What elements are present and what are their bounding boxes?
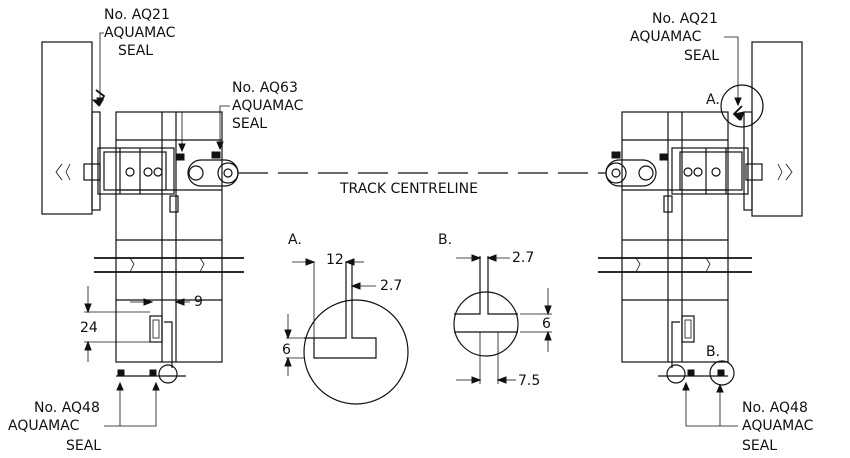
callout-line: AQUAMAC (104, 25, 176, 41)
detail-a-label: A. (288, 232, 302, 248)
callout-line: AQUAMAC (630, 29, 702, 45)
detail-marker-a-label: A. (706, 92, 720, 108)
callout-line: No. AQ48 (34, 400, 100, 416)
right-assembly (598, 41, 803, 384)
callout-line: No. AQ21 (104, 7, 170, 23)
callout-right-top-aq21: No. AQ21 AQUAMAC SEAL (630, 11, 742, 107)
detail-b-dim-7-5: 7.5 (518, 373, 540, 389)
callout-right-bottom-aq48: No. AQ48 AQUAMAC SEAL (682, 381, 814, 454)
detail-b-label: B. (438, 232, 452, 248)
detail-marker-b-label: B. (706, 344, 720, 360)
detail-marker-b: B. (706, 344, 735, 386)
callout-line: No. AQ48 (742, 400, 808, 416)
callout-left-top-aq21: No. AQ21 AQUAMAC SEAL (96, 7, 176, 107)
track-centreline: TRACK CENTRELINE (238, 172, 606, 197)
callout-line: No. AQ63 (232, 80, 298, 96)
callout-line: SEAL (66, 438, 101, 454)
callout-left-bottom-aq48: No. AQ48 AQUAMAC SEAL (8, 381, 160, 454)
centreline-label: TRACK CENTRELINE (339, 181, 478, 197)
dim-label-24: 24 (80, 320, 98, 336)
detail-a-dim-12: 12 (326, 252, 344, 268)
callout-line: SEAL (742, 438, 777, 454)
callout-line: AQUAMAC (742, 418, 814, 434)
detail-b-dim-2-7: 2.7 (512, 250, 534, 266)
detail-a-dim-6: 6 (282, 342, 291, 358)
dim-label-9: 9 (194, 294, 203, 310)
callout-left-mid-aq63: No. AQ63 AQUAMAC SEAL (178, 80, 304, 153)
callout-line: AQUAMAC (8, 418, 80, 434)
callout-line: SEAL (232, 116, 267, 132)
detail-b-dim-6: 6 (542, 316, 551, 332)
left-assembly (41, 41, 244, 384)
detail-b: B. 2.7 6 7.5 (438, 232, 552, 389)
callout-line: SEAL (684, 48, 719, 64)
callout-line: No. AQ21 (652, 11, 718, 27)
detail-a-dim-2-7: 2.7 (380, 278, 402, 294)
callout-line: AQUAMAC (232, 98, 304, 114)
detail-marker-a: A. (706, 84, 764, 128)
callout-line: SEAL (118, 43, 153, 59)
detail-a: A. 12 2.7 6 (282, 232, 409, 405)
left-dimensions: 24 9 (80, 286, 203, 362)
